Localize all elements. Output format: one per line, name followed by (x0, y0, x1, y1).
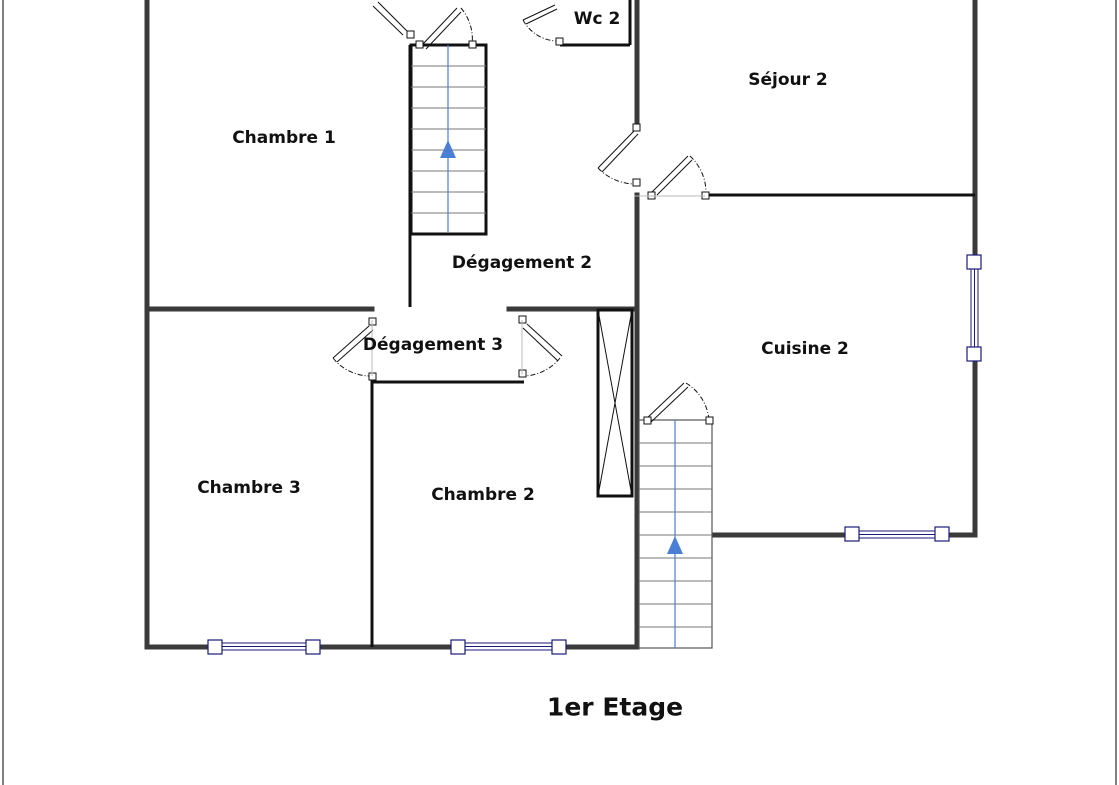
stair-up-arrow-icon (440, 140, 456, 158)
room-label-degagement2: Dégagement 2 (451, 253, 593, 273)
staircase-upper (409, 43, 488, 236)
room-label-cuisine2: Cuisine 2 (761, 339, 849, 359)
room-label-wc2: Wc 2 (573, 9, 621, 29)
room-label-chambre2: Chambre 2 (431, 485, 535, 505)
room-label-chambre1: Chambre 1 (232, 128, 336, 148)
staircase-lower (638, 419, 713, 649)
room-label-chambre3: Chambre 3 (197, 478, 301, 498)
stair-up-arrow-icon (667, 536, 683, 554)
walls (144, 0, 978, 650)
floor-title: 1er Etage (546, 692, 684, 722)
doors (332, 1, 714, 425)
cupboard-box (596, 308, 634, 498)
windows (207, 254, 982, 655)
room-label-degagement3: Dégagement 3 (362, 335, 504, 355)
room-label-sejour2: Séjour 2 (748, 70, 828, 90)
